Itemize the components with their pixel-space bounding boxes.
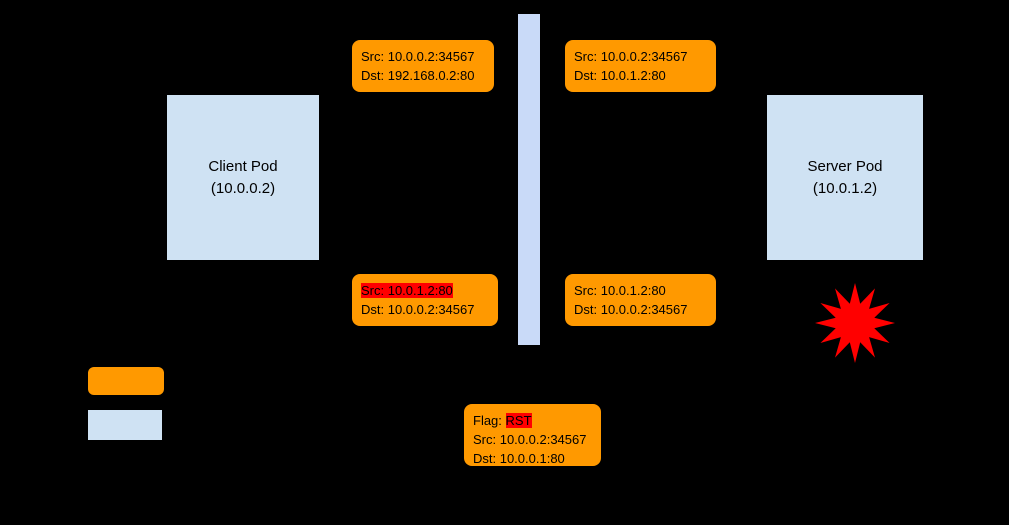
client-pod-box: Client Pod (10.0.0.2) (167, 95, 319, 260)
packet-dst: Dst: 10.0.0.2:34567 (574, 302, 688, 317)
packet-post-nat: Src: 10.0.0.2:34567 Dst: 10.0.1.2:80 (565, 40, 716, 92)
client-pod-ip: (10.0.0.2) (210, 179, 276, 197)
highlighted-src-text: Src: 10.0.1.2:80 (361, 283, 453, 298)
node-boundary-bar (518, 14, 540, 345)
client-pod-name: Client Pod (208, 157, 278, 175)
packet-dst: Dst: 10.0.0.1:80 (473, 451, 565, 466)
packet-dst: Dst: 192.168.0.2:80 (361, 68, 475, 83)
packet-src: Src: 10.0.1.2:80 (574, 283, 666, 298)
server-pod-ip: (10.0.1.2) (812, 179, 878, 197)
server-pod-name: Server Pod (807, 157, 883, 175)
error-burst-icon (815, 283, 895, 363)
legend-packet-swatch (88, 367, 164, 395)
packet-src: Src: 10.0.1.2:80 (361, 281, 489, 300)
packet-rst: Flag: RST Src: 10.0.0.2:34567 Dst: 10.0.… (464, 404, 601, 466)
packet-dst: Dst: 10.0.1.2:80 (574, 68, 666, 83)
packet-flag-line: Flag: RST (473, 411, 592, 430)
packet-src: Src: 10.0.0.2:34567 (574, 49, 688, 64)
packet-src: Src: 10.0.0.2:34567 (473, 432, 587, 447)
packet-src: Src: 10.0.0.2:34567 (361, 49, 475, 64)
packet-return-left: Src: 10.0.1.2:80 Dst: 10.0.0.2:34567 (352, 274, 498, 326)
packet-client-egress: Src: 10.0.0.2:34567 Dst: 192.168.0.2:80 (352, 40, 494, 92)
flag-label: Flag: (473, 413, 506, 428)
server-pod-box: Server Pod (10.0.1.2) (767, 95, 923, 260)
packet-dst: Dst: 10.0.0.2:34567 (361, 302, 475, 317)
legend-pod-swatch (88, 410, 162, 440)
packet-return-right: Src: 10.0.1.2:80 Dst: 10.0.0.2:34567 (565, 274, 716, 326)
rst-flag-highlight: RST (505, 413, 532, 428)
